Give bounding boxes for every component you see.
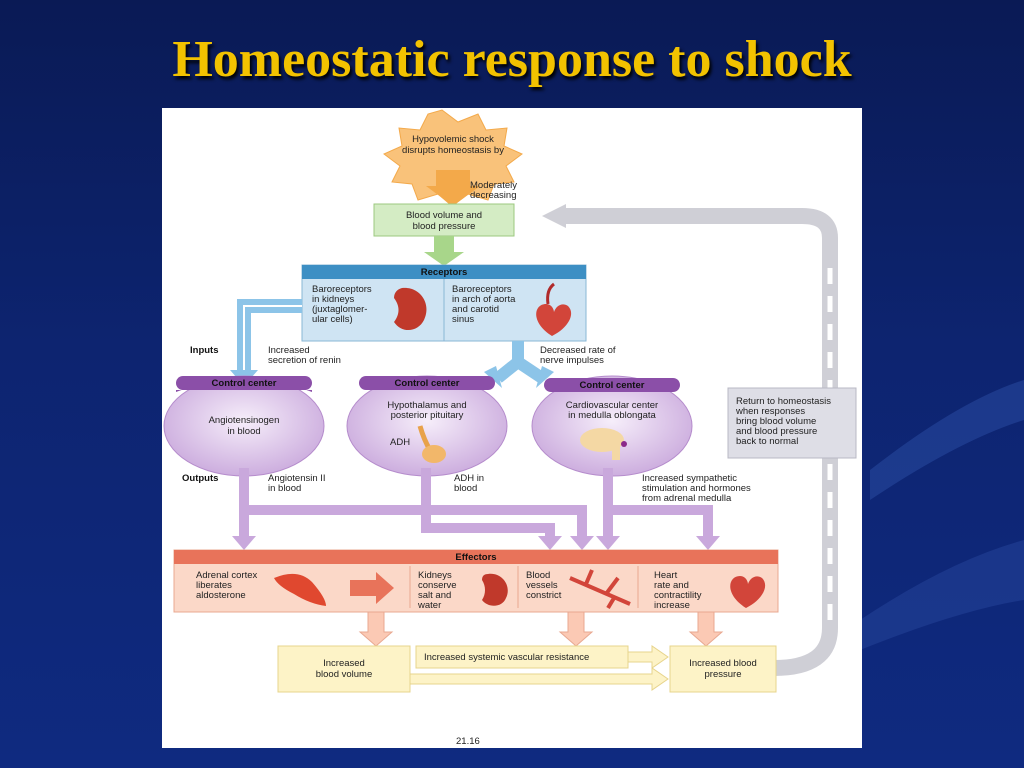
receptors-header	[302, 265, 586, 279]
eff-kidneys-2: conserve	[418, 580, 457, 591]
eff-adrenal-1: Adrenal cortex	[196, 570, 258, 581]
out3-line-1: Increased sympathetic	[642, 473, 737, 484]
output-arrowheads	[232, 536, 720, 550]
stimulus-line-2: disrupts homeostasis by	[402, 145, 504, 156]
response-blood-pressure	[669, 645, 777, 693]
stimulus-line-1: Hypovolemic shock	[412, 134, 494, 145]
receptor-aorta-4: sinus	[452, 314, 474, 325]
outputs-label: Outputs	[182, 473, 218, 484]
heart-aorta-icon	[536, 282, 572, 336]
eff-adrenal-3: aldosterone	[196, 590, 246, 601]
effectors-header	[174, 550, 778, 564]
cc2-line-1: Hypothalamus and	[387, 400, 466, 411]
response-arrows	[409, 645, 669, 691]
eff-kidneys-1: Kidneys	[418, 570, 452, 581]
return-line-2: when responses	[735, 406, 805, 417]
eff-adrenal-2: liberates	[196, 580, 232, 591]
adrenal-to-kidney-arrow	[350, 572, 394, 604]
receptors-header-label: Receptors	[421, 267, 467, 278]
eff-heart-3: contractility	[654, 590, 702, 601]
condition-line-1: Blood volume and	[406, 210, 482, 221]
condition-line-2: blood pressure	[413, 221, 476, 232]
eff-vessels-1: Blood	[526, 570, 550, 581]
cc2-header: Control center	[395, 378, 460, 389]
return-line-4: and blood pressure	[736, 426, 817, 437]
control-center-2: Control center Hypothalamus and posterio…	[346, 375, 508, 477]
receptor-aorta-2: in arch of aorta	[452, 294, 516, 305]
resp-volume-2: blood volume	[316, 669, 373, 680]
out1-line-2: in blood	[268, 483, 301, 494]
out2-line-2: blood	[454, 483, 477, 494]
resp-resistance: Increased systemic vascular resistance	[424, 652, 589, 663]
effector-kidney-icon	[482, 573, 508, 606]
brain-stem-icon	[580, 428, 627, 460]
slide-title: Homeostatic response to shock	[172, 31, 852, 88]
eff-kidneys-3: salt and	[418, 590, 451, 601]
adrenal-icon	[274, 573, 326, 606]
figure-number: 21.16	[456, 736, 480, 747]
receptor-aorta-1: Baroreceptors	[452, 284, 512, 295]
effector-heart-icon	[730, 576, 766, 608]
response-blood-volume	[277, 645, 411, 693]
moderately-line-1: Moderately	[470, 180, 517, 191]
eff-vessels-3: constrict	[526, 590, 562, 601]
resp-pressure-2: pressure	[705, 669, 742, 680]
pituitary-icon	[417, 425, 446, 463]
cc3-line-1: Cardiovascular center	[566, 400, 658, 411]
eff-heart-2: rate and	[654, 580, 689, 591]
output-arrows-purple	[239, 468, 713, 540]
eff-heart-4: increase	[654, 600, 690, 611]
receptor-kidney-4: ular cells)	[312, 314, 353, 325]
cc3-line-2: in medulla oblongata	[568, 410, 656, 421]
receptor-kidney-2: in kidneys	[312, 294, 354, 305]
out2-line-1: ADH in	[454, 473, 484, 484]
input-nerve-2: nerve impulses	[540, 355, 604, 366]
out1-line-1: Angiotensin II	[268, 473, 326, 484]
receptor-kidney-1: Baroreceptors	[312, 284, 372, 295]
resp-pressure-1: Increased blood	[689, 658, 757, 669]
eff-kidneys-4: water	[417, 600, 441, 611]
cc1-header-bar	[176, 376, 312, 390]
eff-heart-1: Heart	[654, 570, 678, 581]
return-line-3: bring blood volume	[736, 416, 816, 427]
return-line-5: back to normal	[736, 436, 798, 447]
kidney-icon	[394, 287, 427, 331]
cc3-header: Control center	[580, 380, 645, 391]
condition-arrow	[424, 236, 464, 266]
cc1-line-1: Angiotensinogen	[209, 415, 280, 426]
moderately-line-2: decreasing	[470, 190, 516, 201]
cc2-line-2: posterior pituitary	[391, 410, 464, 421]
out3-line-2: stimulation and hormones	[642, 483, 751, 494]
cc1-header-text: Control center	[212, 378, 277, 389]
cc1-line-2: in blood	[227, 426, 260, 437]
effector-down-arrows	[358, 611, 724, 647]
effectors-header-label: Effectors	[455, 552, 496, 563]
resp-volume-1: Increased	[323, 658, 365, 669]
out3-line-3: from adrenal medulla	[642, 493, 732, 504]
shock-diagram: Hypovolemic shock disrupts homeostasis b…	[162, 108, 862, 748]
input-renin-2: secretion of renin	[268, 355, 341, 366]
cc2-adh: ADH	[390, 437, 410, 448]
inputs-label: Inputs	[190, 345, 219, 356]
stimulus-arrow	[426, 170, 480, 206]
receptor-kidney-3: (juxtaglomer-	[312, 304, 367, 315]
return-box	[727, 387, 857, 459]
control-center-3: Control center Cardiovascular center in …	[531, 375, 693, 477]
input-nerve-1: Decreased rate of	[540, 345, 616, 356]
diagram-svg: Hypovolemic shock disrupts homeostasis b…	[163, 109, 857, 747]
control-center-1: Control center Angiotensinogen in blood	[163, 375, 325, 477]
input-renin-1: Increased	[268, 345, 310, 356]
blood-vessel-icon	[569, 569, 631, 610]
input-arrows-blue	[230, 299, 554, 388]
eff-vessels-2: vessels	[526, 580, 558, 591]
return-line-1: Return to homeostasis	[736, 396, 831, 407]
receptor-aorta-3: and carotid	[452, 304, 499, 315]
